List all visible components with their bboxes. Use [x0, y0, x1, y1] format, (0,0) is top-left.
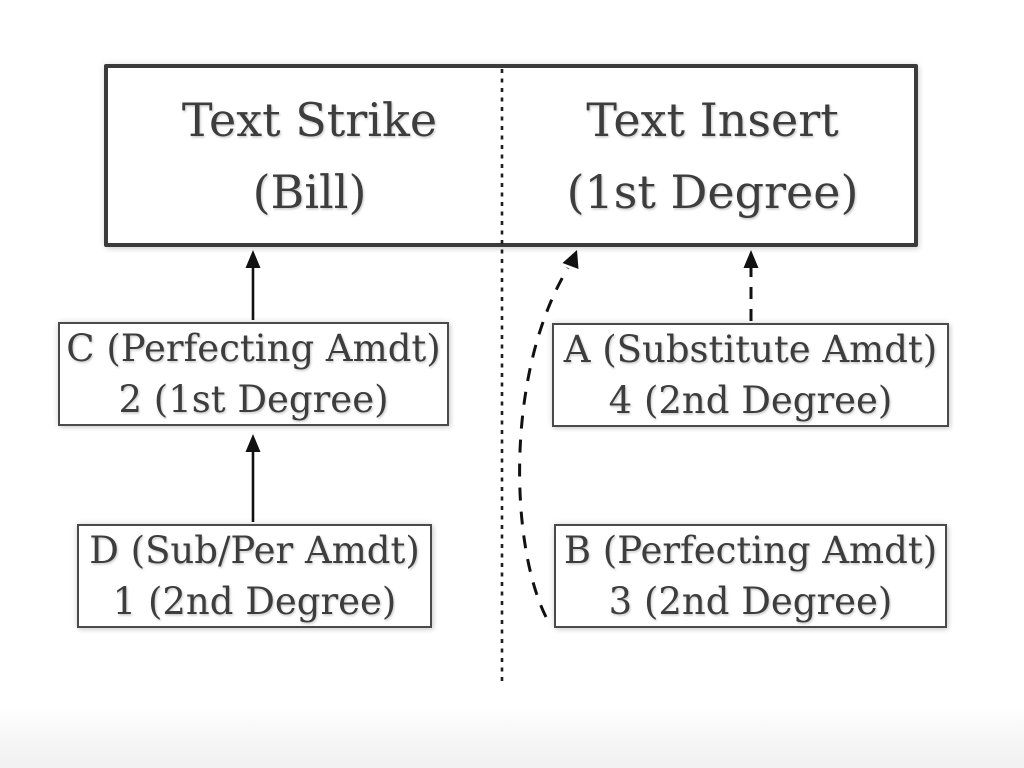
arrow-a-to-insert-head	[743, 250, 759, 268]
node-label-line: C (Perfecting Amdt)	[66, 327, 441, 370]
arrow-c-to-bill-head	[245, 250, 261, 268]
node-bill-row: Text Strike (Bill) Text Insert (1st Degr…	[104, 64, 918, 247]
node-label-line: B (Perfecting Amdt)	[563, 529, 938, 572]
node-label-line: 4 (2nd Degree)	[608, 379, 893, 422]
arrow-d-to-c-head	[245, 434, 261, 452]
page-vignette	[0, 706, 1024, 768]
node-a-substitute-amdt: A (Substitute Amdt) 4 (2nd Degree)	[552, 323, 949, 427]
node-label-line: 2 (1st Degree)	[118, 378, 389, 421]
node-label-line: D (Sub/Per Amdt)	[89, 529, 420, 572]
node-label-line: A (Substitute Amdt)	[563, 328, 938, 371]
arrow-b-to-insert-head	[562, 250, 579, 269]
node-c-perfecting-amdt: C (Perfecting Amdt) 2 (1st Degree)	[58, 322, 449, 426]
node-label-line: Text Insert	[586, 92, 839, 147]
node-label-line: 1 (2nd Degree)	[112, 580, 397, 623]
node-b-perfecting-amdt: B (Perfecting Amdt) 3 (2nd Degree)	[554, 524, 947, 628]
node-d-sub-per-amdt: D (Sub/Per Amdt) 1 (2nd Degree)	[77, 524, 432, 628]
node-label-line: (Bill)	[252, 164, 367, 219]
node-label-line: Text Strike	[181, 92, 438, 147]
node-label-line: (1st Degree)	[566, 164, 859, 219]
node-label-line: 3 (2nd Degree)	[608, 580, 893, 623]
node-text-insert-1st-degree: Text Insert (1st Degree)	[511, 68, 914, 243]
node-text-strike-bill: Text Strike (Bill)	[108, 68, 511, 243]
